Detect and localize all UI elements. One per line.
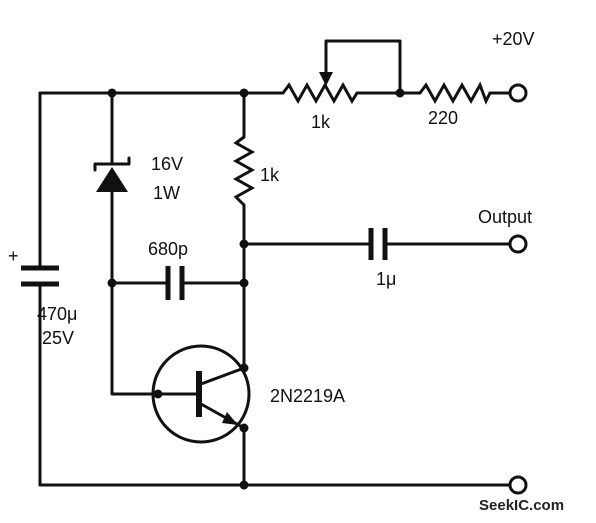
zener-to-base-wire [110,190,160,396]
junction-dot [107,278,117,288]
pot-label: 1k [311,112,331,132]
junction-dot [239,423,249,433]
transistor-collector-lead [199,366,246,386]
junction-dot [395,88,405,98]
zener-voltage-label: 16V [151,154,183,174]
cap-680p-label: 680p [148,239,188,259]
cap-470u-voltage: 25V [42,328,74,348]
zener-diode [96,167,128,192]
junction-dot [239,480,249,490]
transistor-label: 2N2219A [270,386,345,406]
r220-label: 220 [428,108,458,128]
resistor-220 [418,81,492,105]
resistor-1k [232,135,256,207]
junction-dot [239,239,249,249]
junction-dot [153,389,163,399]
potentiometer-1k [281,81,359,105]
r1k-label: 1k [260,165,280,185]
output-terminal [508,234,528,254]
cap-out-label: 1μ [376,269,396,289]
transistor-body [151,344,251,444]
zener-power-label: 1W [153,183,180,203]
transistor-emitter-lead [199,402,246,430]
ground-terminal [508,475,528,495]
pot-wiper-arrow [319,72,333,86]
junction-dot [107,88,117,98]
output-label: Output [478,207,532,227]
zener-bar [93,156,131,172]
supply-terminal [508,83,528,103]
supply-label: +20V [492,29,535,49]
junction-dot [239,278,249,288]
pot-wiper-wire [324,39,402,95]
transistor-emitter-arrow [222,412,238,425]
watermark: SeekIC.com [479,497,564,514]
cap-470u-value: 470μ [37,304,77,324]
cap-470u-polarity: + [8,246,19,266]
junction-dot [239,363,249,373]
junction-dot [239,88,249,98]
